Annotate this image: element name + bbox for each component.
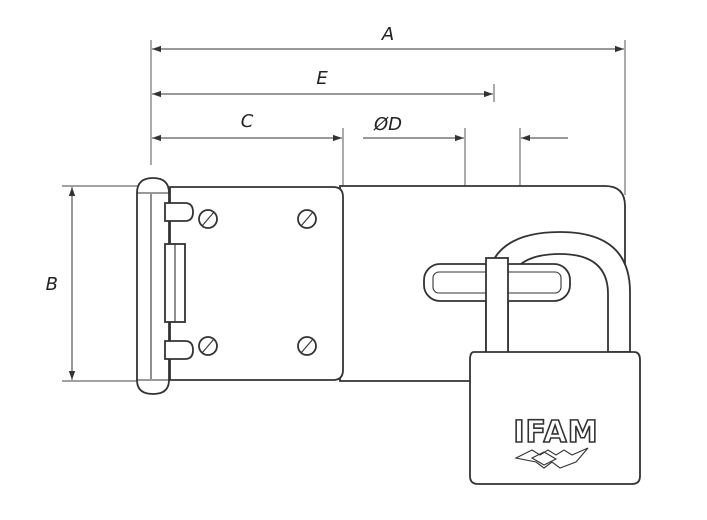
dimension-a-label: A — [381, 24, 394, 45]
dimension-d-label: ØD — [373, 114, 402, 135]
screw-icon — [297, 336, 317, 356]
hinge-plate — [169, 186, 344, 381]
padlock-body: IFAM — [469, 351, 641, 485]
dimension-a: A — [150, 24, 626, 195]
dimension-b: B — [46, 185, 140, 382]
hinge-knuckle — [136, 177, 194, 395]
brand-emblem-icon — [514, 447, 589, 469]
screw-icon — [198, 336, 218, 356]
padlock-logo: IFAM — [513, 415, 598, 450]
dimension-c-label: C — [241, 111, 254, 132]
dimension-e-label: E — [316, 68, 328, 89]
dimension-e: E — [152, 68, 495, 102]
screw-icon — [198, 209, 218, 229]
padlock-shackle — [485, 231, 631, 353]
dimension-c: C — [152, 111, 344, 187]
shackle-front-leg — [485, 257, 509, 355]
dimension-b-label: B — [46, 274, 58, 295]
screw-icon — [297, 209, 317, 229]
